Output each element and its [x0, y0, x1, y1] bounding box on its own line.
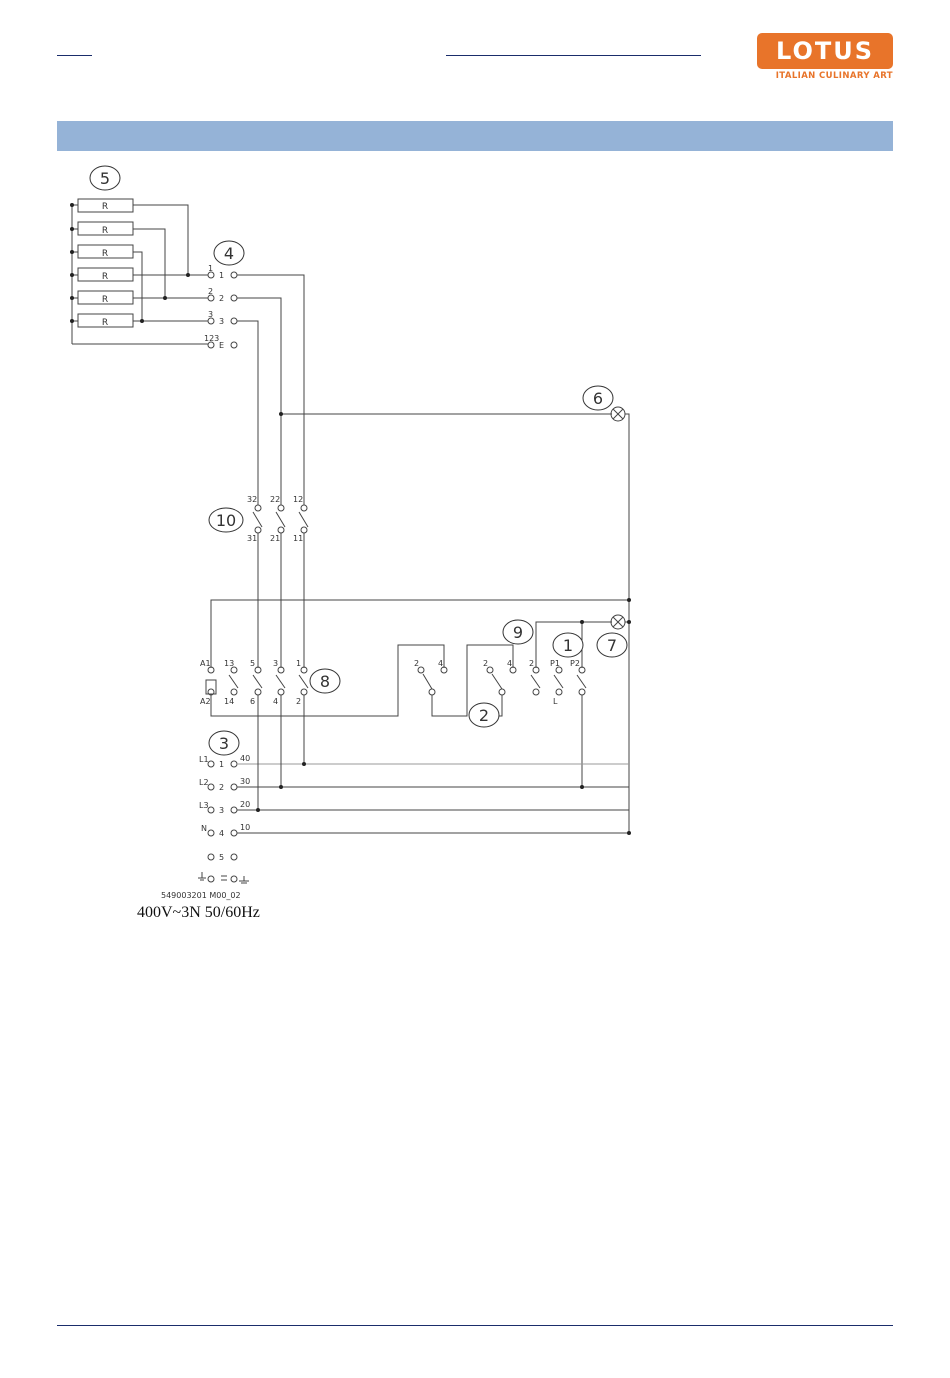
tb3-wire-label: 10: [240, 823, 250, 832]
resistor-label: R: [102, 249, 108, 259]
tb3-wire-label: 30: [240, 777, 250, 786]
switch1-label: P1: [550, 659, 560, 668]
thermostat-label: 2: [414, 659, 419, 668]
tb4-top-label: 1: [208, 264, 213, 273]
tb4-top-label: 3: [208, 310, 213, 319]
callout-10: 10: [216, 511, 236, 530]
tb3-phase-label: L1: [199, 755, 209, 764]
contactor-top-label: 5: [250, 659, 255, 668]
thermostat-label: 4: [438, 659, 443, 668]
contactor-bottom-label: 4: [273, 697, 278, 706]
ground-icon: [198, 872, 249, 883]
tb3-wire-label: 40: [240, 754, 250, 763]
callout-9: 9: [513, 623, 523, 642]
contactor-bottom-label: 2: [296, 697, 301, 706]
tb4-pin-label: 2: [219, 294, 224, 303]
thermostat-label: 2: [483, 659, 488, 668]
footer-rule: [57, 1325, 893, 1326]
tb4-top-label: 2: [208, 287, 213, 296]
contactor-top-label: 1: [296, 659, 301, 668]
sw10-bottom-label: 31: [247, 534, 257, 543]
tb3-pin-label: 3: [219, 806, 224, 815]
resistor-bank: [78, 199, 133, 327]
sw10-bottom-label: 21: [270, 534, 280, 543]
resistor-label: R: [102, 202, 108, 212]
callout-8: 8: [320, 672, 330, 691]
tb3-phase-label: N: [201, 824, 207, 833]
contactor-bottom-label: 14: [224, 697, 234, 706]
tb4-pin-label: 1: [219, 271, 224, 280]
sw10-top-label: 12: [293, 495, 303, 504]
tb4-top-label: 123: [204, 334, 219, 343]
sw10-top-label: 22: [270, 495, 280, 504]
tb3-phase-label: L2: [199, 778, 209, 787]
callout-3: 3: [219, 734, 229, 753]
contactor-bottom-label: 6: [250, 697, 255, 706]
resistor-label: R: [102, 295, 108, 305]
tb4-pin-label: 3: [219, 317, 224, 326]
tb3-phase-label: L3: [199, 801, 209, 810]
callout-2: 2: [479, 706, 489, 725]
drawing-code: 549003201 M00_02: [161, 891, 241, 900]
callout-1: 1: [563, 636, 573, 655]
resistor-label: R: [102, 272, 108, 282]
contactor-top-label: A1: [200, 659, 211, 668]
supply-voltage-label: 400V~3N 50/60Hz: [137, 904, 260, 922]
callout-4: 4: [224, 244, 234, 263]
sw10-top-label: 32: [247, 495, 257, 504]
resistor-label: R: [102, 226, 108, 236]
tb3-pin-label: 1: [219, 760, 224, 769]
resistor-label: R: [102, 318, 108, 328]
tb3-pin-label: 4: [219, 829, 224, 838]
contactor-top-label: 3: [273, 659, 278, 668]
switch1-label: 2: [529, 659, 534, 668]
callout-7: 7: [607, 636, 617, 655]
thermostat-label: 4: [507, 659, 512, 668]
callout-6: 6: [593, 389, 603, 408]
contactor-bottom-label: A2: [200, 697, 211, 706]
tb3-pin-label: 5: [219, 853, 224, 862]
switch1-label: P2: [570, 659, 580, 668]
tb3-wire-label: 20: [240, 800, 250, 809]
tb3-pin-label: 2: [219, 783, 224, 792]
sw10-bottom-label: 11: [293, 534, 303, 543]
tb4-pin-label: E: [219, 341, 224, 350]
contactor-top-label: 13: [224, 659, 234, 668]
callout-5: 5: [100, 169, 110, 188]
switch1-label: L: [553, 697, 558, 706]
